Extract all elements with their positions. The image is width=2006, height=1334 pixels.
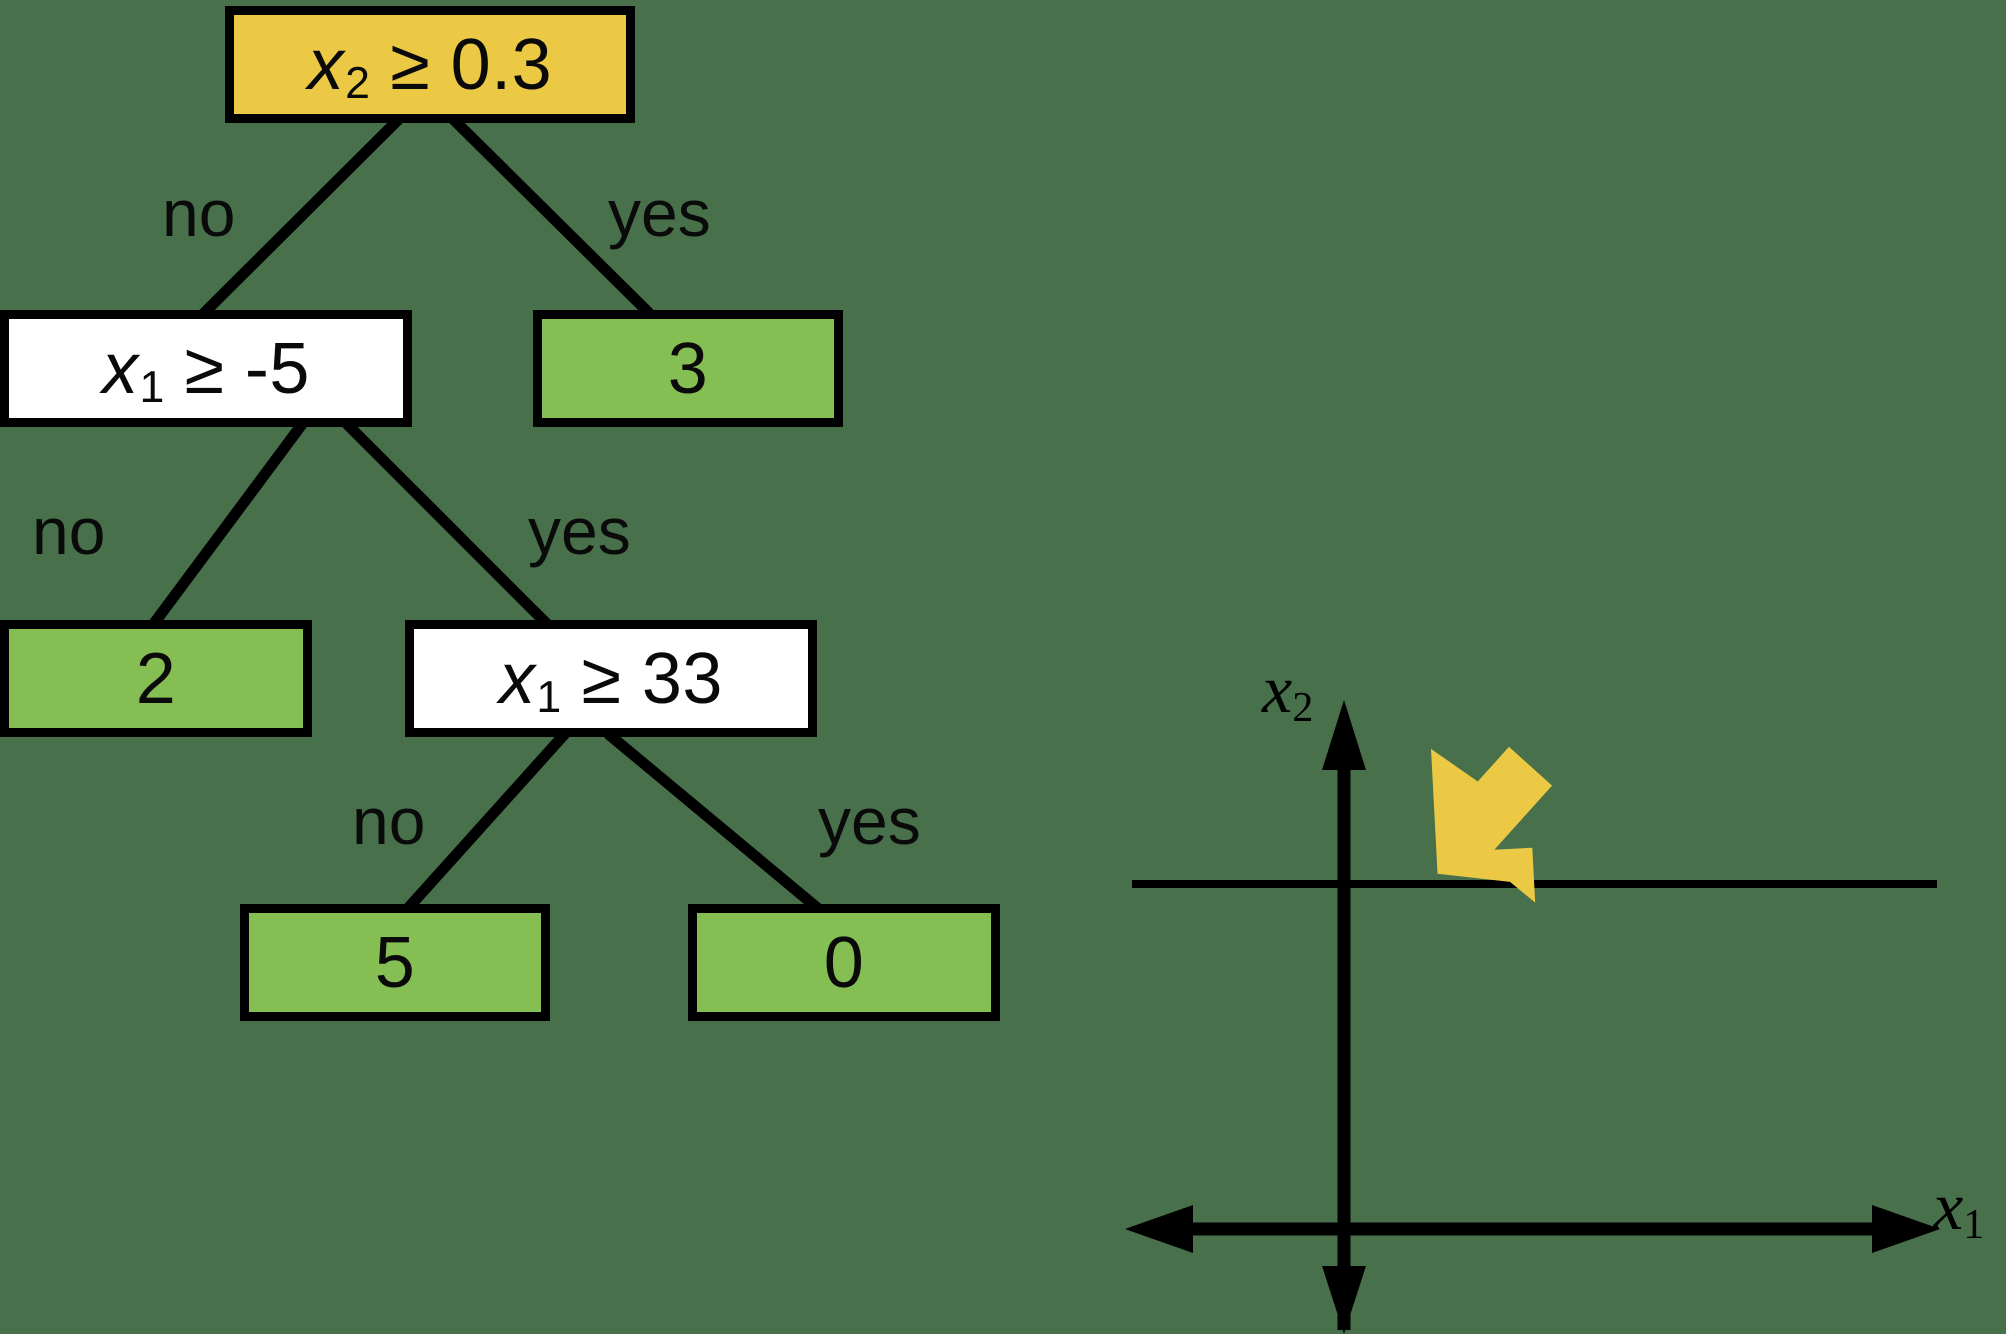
y-axis-arrowhead-up (1322, 700, 1366, 770)
node-leaf-0-value: 0 (823, 922, 865, 1003)
node-root[interactable]: x2 ≥ 0.3 (225, 6, 635, 123)
edge-n5-no (147, 419, 308, 630)
node-split-x1-33[interactable]: x1 ≥ 33 (405, 620, 817, 737)
edge-label-root-no: no (162, 176, 236, 250)
node-split-x1-neg5[interactable]: x1 ≥ -5 (0, 310, 412, 427)
highlight-arrow-icon (1430, 746, 1553, 903)
edge-label-n5-no: no (32, 494, 106, 568)
node-leaf-2[interactable]: 2 (0, 620, 312, 737)
edge-n33-yes (604, 729, 823, 914)
edge-label-n5-yes: yes (528, 494, 631, 568)
node-root-label: x2 ≥ 0.3 (307, 24, 553, 109)
node-split-x1-33-label: x1 ≥ 33 (499, 638, 723, 723)
node-leaf-3[interactable]: 3 (533, 310, 843, 427)
y-axis-label: x2 (1262, 651, 1314, 732)
y-axis-arrowhead-down (1322, 1266, 1366, 1334)
x-axis-arrowhead-right (1872, 1205, 1940, 1253)
edge-label-n33-yes: yes (818, 784, 921, 858)
edge-n5-yes (342, 419, 553, 630)
x-axis-arrowhead-left (1125, 1205, 1193, 1253)
edge-root-no (197, 110, 408, 320)
node-leaf-5-value: 5 (374, 922, 416, 1003)
edge-label-root-yes: yes (608, 176, 711, 250)
node-leaf-0[interactable]: 0 (688, 904, 1000, 1021)
node-split-x1-neg5-label: x1 ≥ -5 (102, 328, 310, 413)
edge-n33-no (402, 729, 570, 914)
node-leaf-3-value: 3 (667, 328, 709, 409)
x-axis-label: x1 (1933, 1168, 1985, 1249)
edge-root-yes (444, 110, 656, 320)
node-leaf-2-value: 2 (135, 638, 177, 719)
edge-label-n33-no: no (352, 784, 426, 858)
node-leaf-5[interactable]: 5 (240, 904, 550, 1021)
